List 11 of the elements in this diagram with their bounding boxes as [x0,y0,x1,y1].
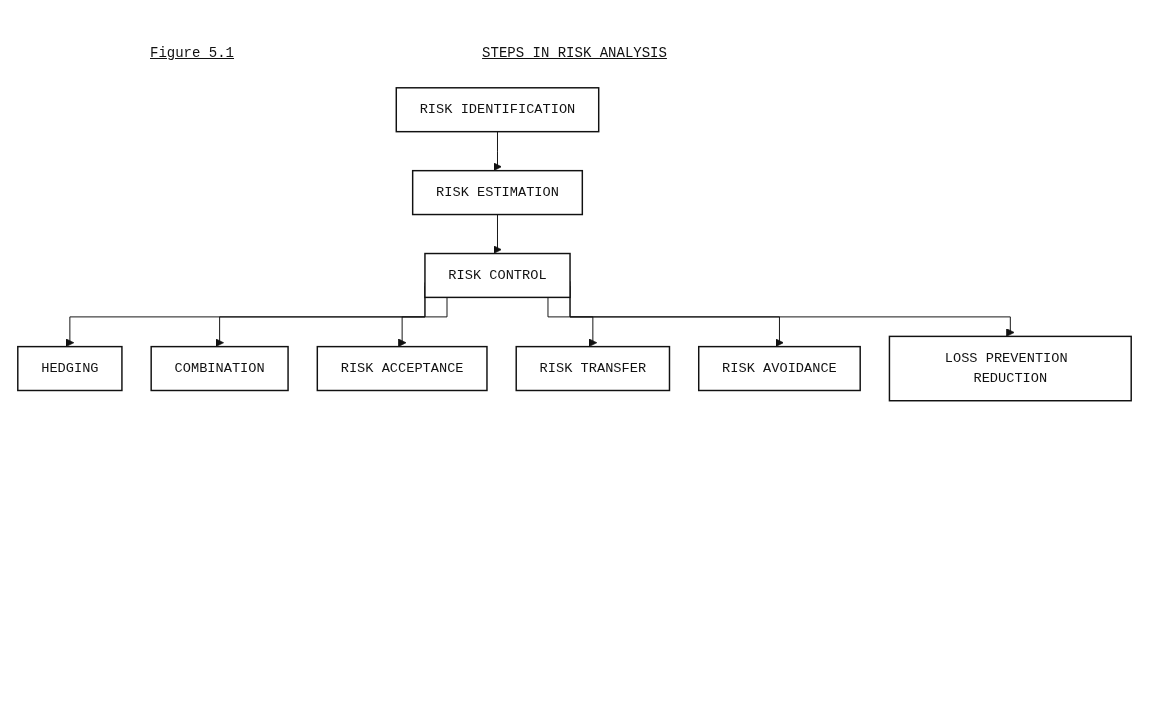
node-box: RISK IDENTIFICATION [395,87,600,133]
figure-number: Figure 5.1 [150,45,234,61]
node-box: RISK ESTIMATION [411,169,584,216]
node-box: RISK AVOIDANCE [698,345,861,392]
node-box: RISK TRANSFER [515,345,671,392]
node-box: LOSS PREVENTION REDUCTION [888,335,1132,402]
node-box: RISK CONTROL [424,252,571,299]
diagram-title: STEPS IN RISK ANALYSIS [482,45,667,61]
node-box: HEDGING [17,345,123,392]
node-box: RISK ACCEPTANCE [316,345,488,392]
node-box: COMBINATION [150,345,289,392]
